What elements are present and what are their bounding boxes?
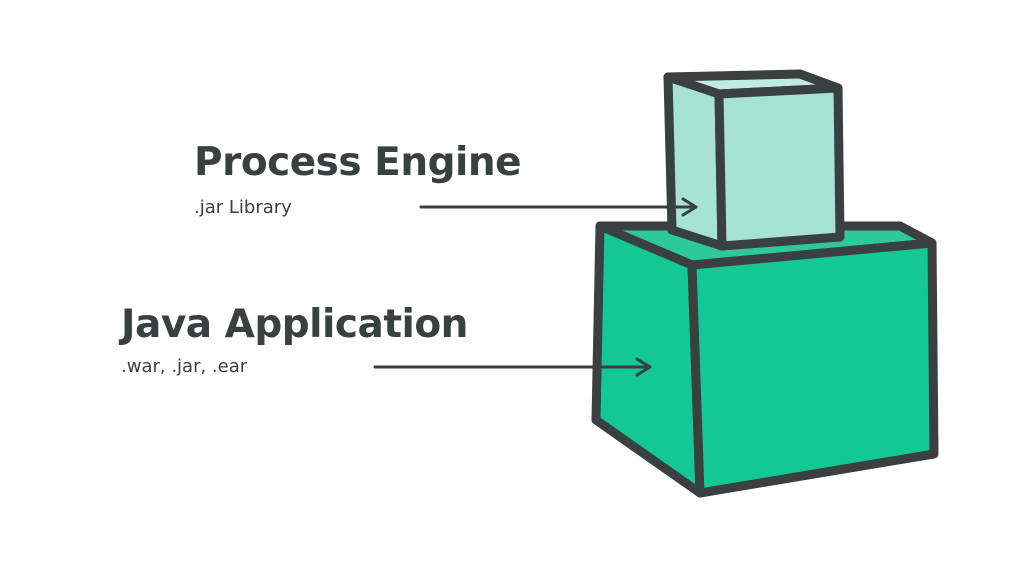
large-box-left-face <box>591 221 705 498</box>
large-box-icon <box>591 221 939 498</box>
arrow-right-icon <box>419 197 698 217</box>
small-box-icon <box>663 69 845 251</box>
small-box-front-face <box>714 83 845 251</box>
java-application-title: Java Application <box>121 302 468 347</box>
large-box-front-face <box>687 238 939 498</box>
process-engine-subtitle: .jar Library <box>194 197 292 218</box>
small-box-left-face <box>663 72 727 251</box>
java-application-subtitle: .war, .jar, .ear <box>121 356 248 377</box>
arrow-right-icon <box>373 357 652 377</box>
process-engine-title: Process Engine <box>194 140 522 185</box>
